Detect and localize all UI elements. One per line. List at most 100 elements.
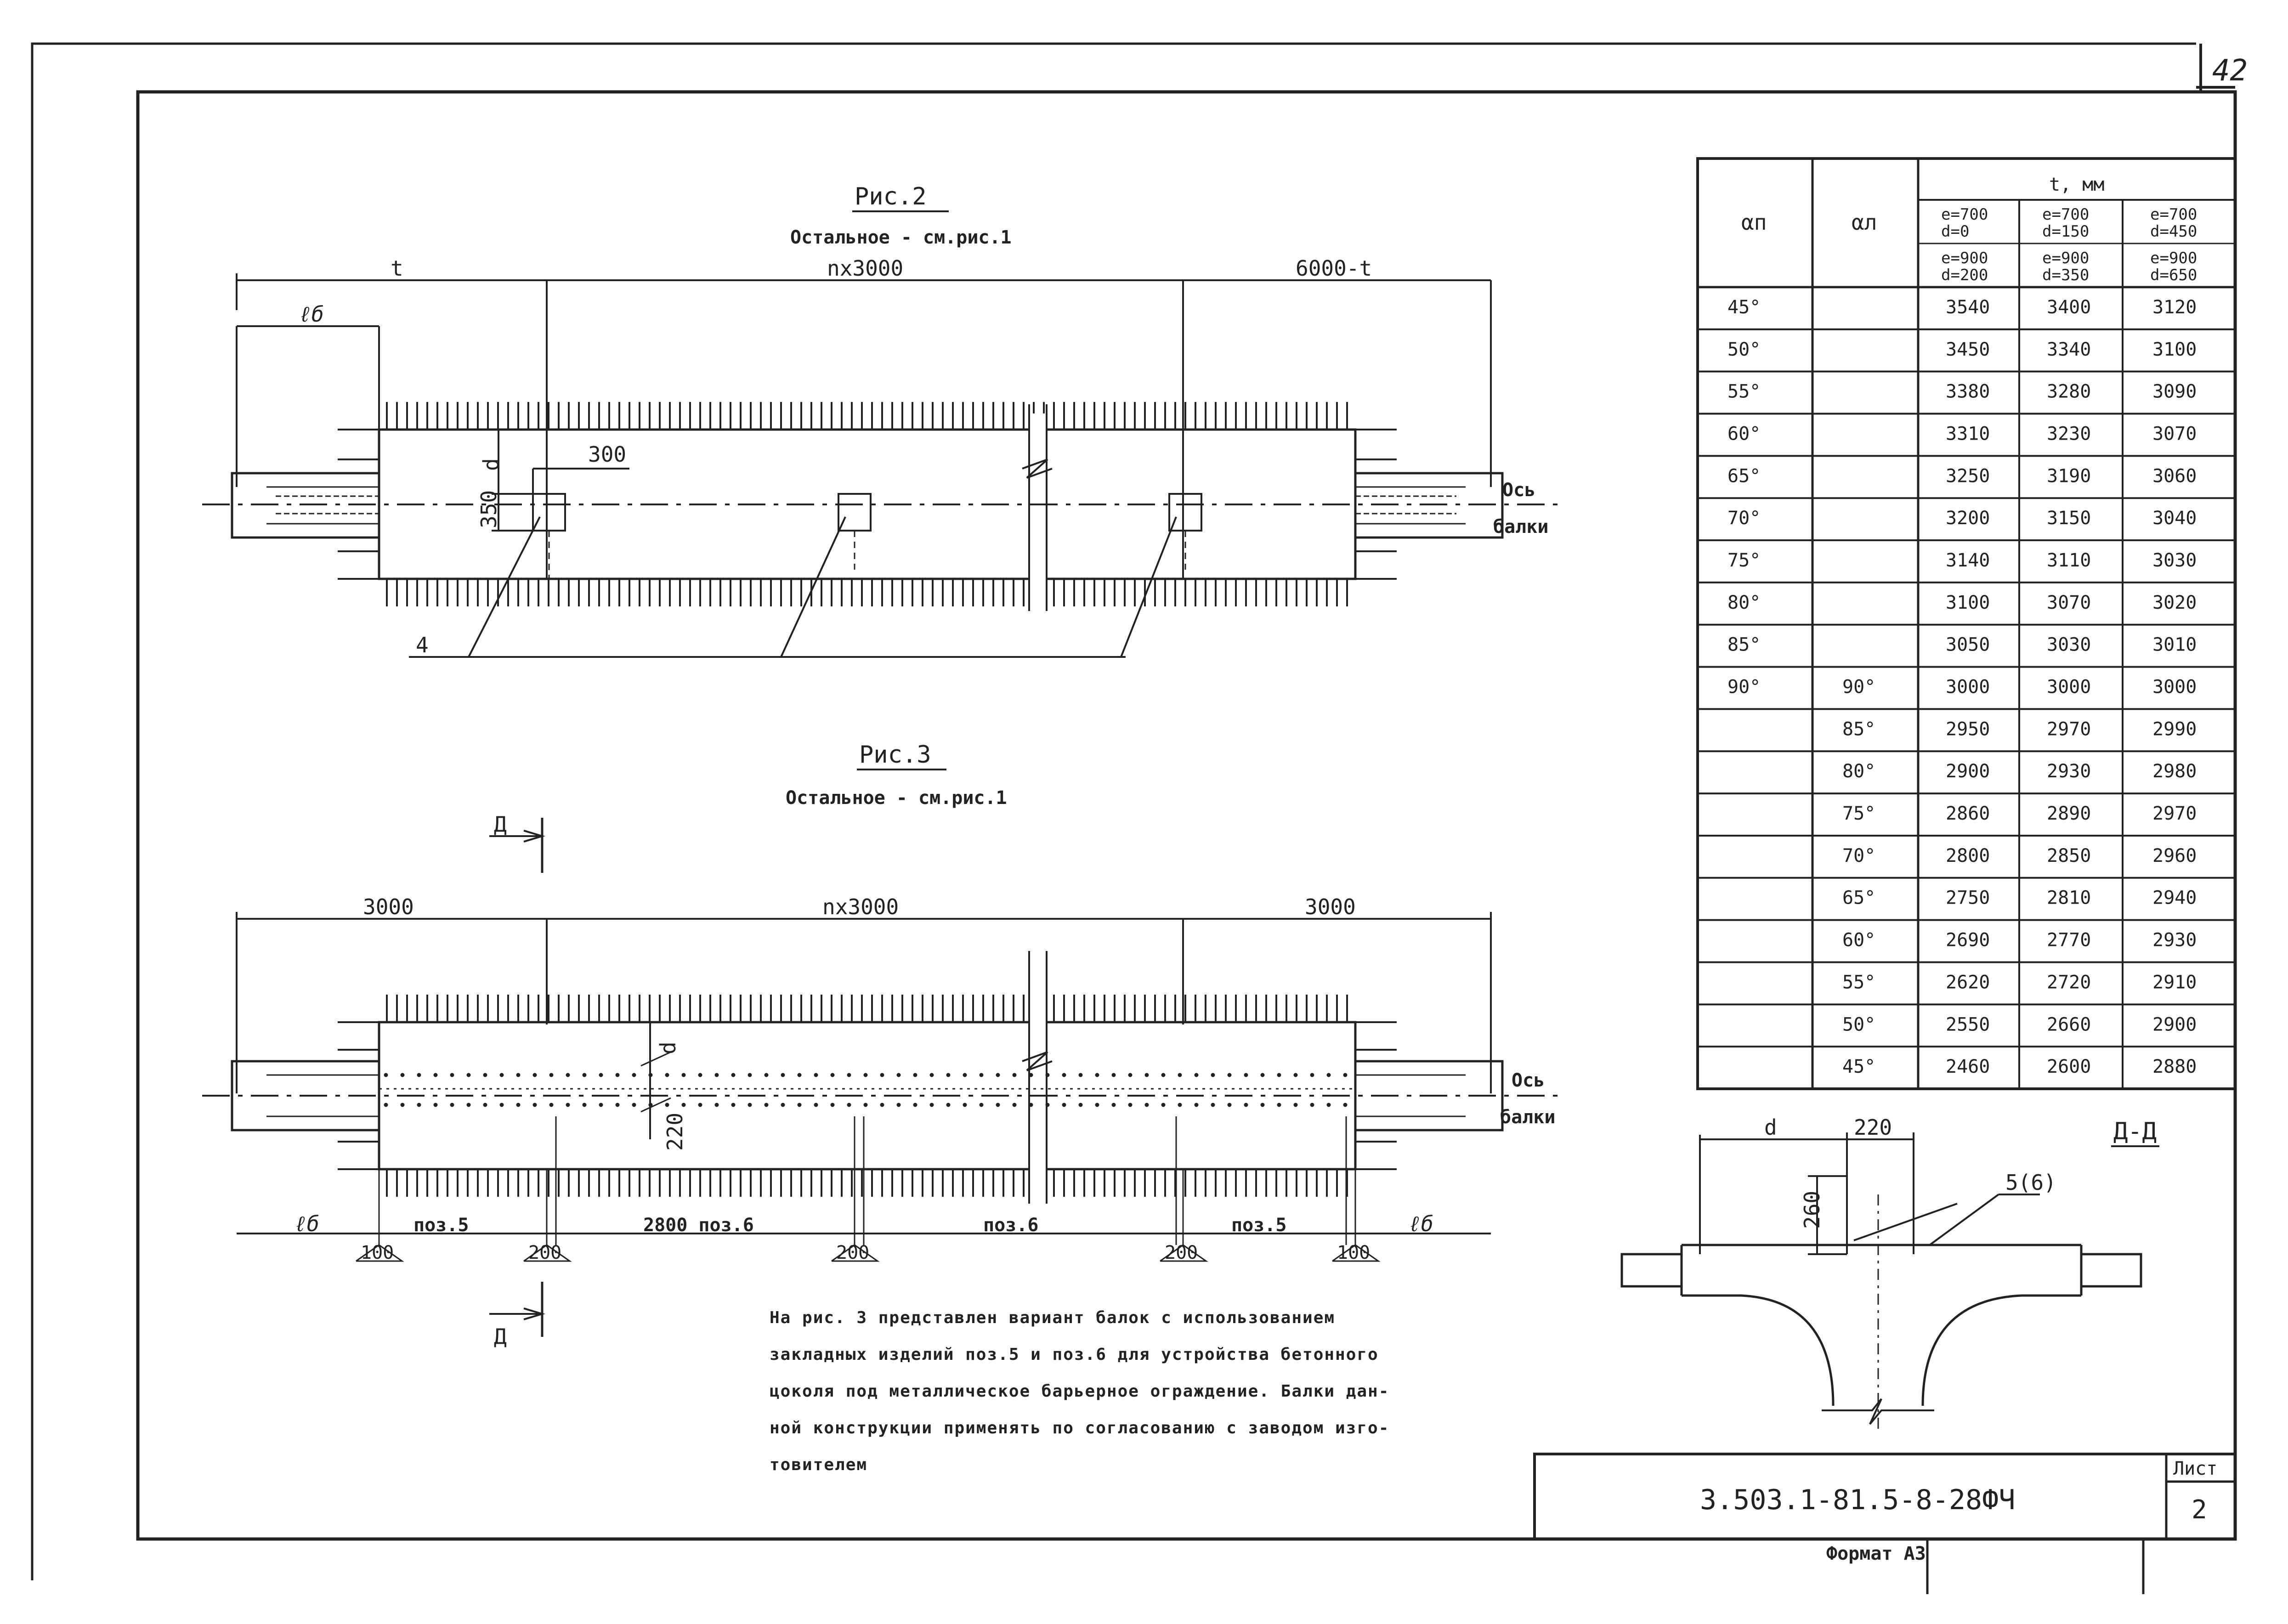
- fig2-dim-d: d: [479, 458, 504, 471]
- table-cell-t3: 2940: [2152, 888, 2197, 909]
- fig3-bottom-pos6-left: 2800 поз.6: [643, 1215, 754, 1236]
- table-cell-t3: 3120: [2152, 297, 2197, 318]
- table-cell-t2: 3400: [2047, 297, 2091, 318]
- note-line-3: цоколя под металлическое барьерное ограж…: [770, 1382, 1389, 1401]
- table-cell-t3: 2990: [2152, 719, 2197, 740]
- table-cell-t2: 2770: [2047, 930, 2091, 951]
- table-cell-t2: 3070: [2047, 592, 2091, 613]
- table-cell-t3: 3010: [2152, 634, 2197, 656]
- fig3-section-mark-top: Д: [494, 812, 507, 837]
- mark-200-a: 200: [528, 1242, 561, 1263]
- table-cell-t3: 3060: [2152, 465, 2197, 487]
- table-cell-t3: 2970: [2152, 803, 2197, 824]
- fig2-dim-300: 300: [588, 442, 626, 467]
- table-cell-t1: 3000: [1946, 677, 1990, 698]
- table-cell-t2: 3340: [2047, 339, 2091, 360]
- table-header-alpha-p: αп: [1741, 210, 1767, 235]
- table-cell-t2: 3030: [2047, 634, 2091, 656]
- table-cell-t1: 3250: [1946, 465, 1990, 487]
- table-cell-t2: 3190: [2047, 465, 2091, 487]
- sub-col-1-bot1: e=900: [1941, 249, 1988, 267]
- table-cell-t2: 2810: [2047, 888, 2091, 909]
- section-dim-220: 220: [1854, 1115, 1892, 1140]
- table-cell-alpha-l: 50°: [1842, 1014, 1875, 1035]
- fig3-axis-2: балки: [1500, 1107, 1555, 1128]
- table-cell-t1: 3200: [1946, 508, 1990, 529]
- sub-col-3-bot2: d=650: [2150, 266, 2197, 284]
- table-cell-t2: 2890: [2047, 803, 2091, 824]
- note-line-1: На рис. 3 представлен вариант балок с ис…: [770, 1308, 1335, 1327]
- stamp-format: Формат А3: [1826, 1543, 1926, 1564]
- table-cell-alpha-l: 75°: [1842, 803, 1875, 824]
- fig3-bottom-pos6-right: поз.6: [983, 1215, 1038, 1236]
- fig2-dim-lb: ℓб: [299, 302, 324, 327]
- table-cell-alpha-p: 45°: [1727, 297, 1761, 318]
- fig2-dim-right: 6000-t: [1296, 256, 1372, 281]
- note-line-2: закладных изделий поз.5 и поз.6 для устр…: [770, 1345, 1379, 1364]
- table-header-alpha-l: αл: [1852, 210, 1877, 235]
- stamp-sheet-label: Лист: [2173, 1458, 2217, 1479]
- fig3-dim-mid: nx3000: [822, 894, 899, 919]
- table-cell-t2: 3150: [2047, 508, 2091, 529]
- note-line-4: ной конструкции применять по согласовани…: [770, 1419, 1389, 1437]
- mark-200-b: 200: [836, 1242, 869, 1263]
- fig2-title: Рис.2: [855, 183, 927, 210]
- table-cell-t1: 2550: [1946, 1014, 1990, 1035]
- mark-200-c: 200: [1165, 1242, 1198, 1263]
- figure-3: Рис.3 Остальное - см.рис.1 Д 3000 nx3000…: [202, 741, 1557, 1349]
- table-cell-t3: 3090: [2152, 381, 2197, 402]
- sub-col-3-top2: d=450: [2150, 222, 2197, 241]
- stamp-sheet-number: 2: [2192, 1495, 2207, 1525]
- sub-col-2-bot1: e=900: [2042, 249, 2089, 267]
- table-cell-t1: 3050: [1946, 634, 1990, 656]
- title-block: 3.503.1-81.5-8-28ФЧ Лист 2 Формат А3: [1533, 1453, 2237, 1594]
- fig2-axis-1: Ось: [1502, 480, 1535, 501]
- fig2-dim-350: 350: [476, 490, 501, 528]
- elevation-marks: 100 200 200 200 100: [356, 1242, 1381, 1263]
- table-cell-alpha-p: 55°: [1727, 381, 1761, 402]
- table-cell-alpha-p: 60°: [1727, 423, 1761, 444]
- table-cell-t3: 2880: [2152, 1056, 2197, 1077]
- table-cell-t3: 3020: [2152, 592, 2197, 613]
- table-cell-t3: 3100: [2152, 339, 2197, 360]
- table-cell-t1: 3140: [1946, 550, 1990, 571]
- fig2-subtitle: Остальное - см.рис.1: [790, 227, 1012, 248]
- note-block: На рис. 3 представлен вариант балок с ис…: [770, 1308, 1389, 1474]
- table-cell-alpha-l: 65°: [1842, 888, 1875, 909]
- table-cell-t3: 3030: [2152, 550, 2197, 571]
- table-cell-alpha-p: 70°: [1727, 508, 1761, 529]
- fig3-bottom-lb-right: ℓб: [1408, 1211, 1433, 1236]
- page-corner-number: 42: [2212, 54, 2248, 88]
- section-title: Д-Д: [2113, 1118, 2157, 1145]
- table-cell-t1: 2950: [1946, 719, 1990, 740]
- sub-col-1-bot2: d=200: [1941, 266, 1988, 284]
- section-callout: 5(6): [2005, 1170, 2056, 1195]
- table-cell-t1: 2860: [1946, 803, 1990, 824]
- table-cell-t1: 2900: [1946, 761, 1990, 782]
- table-cell-t2: 3110: [2047, 550, 2091, 571]
- stamp-code: 3.503.1-81.5-8-28ФЧ: [1700, 1484, 2015, 1516]
- table-cell-t1: 2620: [1946, 972, 1990, 993]
- figure-2: Рис.2 Остальное - см.рис.1 t nx3000 6000…: [202, 183, 1557, 658]
- note-line-5: товителем: [770, 1455, 867, 1474]
- fig3-bottom-pos5-right: поз.5: [1231, 1215, 1286, 1236]
- section-dim-d: d: [1764, 1115, 1777, 1140]
- table-cell-t1: 2800: [1946, 845, 1990, 866]
- table-cell-t2: 2660: [2047, 1014, 2091, 1035]
- sub-col-2-top1: e=700: [2042, 205, 2089, 224]
- table-cell-t1: 3450: [1946, 339, 1990, 360]
- table-cell-alpha-l: 60°: [1842, 930, 1875, 951]
- fig2-dim-mid: nx3000: [827, 256, 903, 281]
- table-cell-t2: 3000: [2047, 677, 2091, 698]
- table-cell-alpha-p: 65°: [1727, 465, 1761, 487]
- table-cell-alpha-p: 80°: [1727, 592, 1761, 613]
- table-cell-alpha-l: 80°: [1842, 761, 1875, 782]
- fig3-dim-right: 3000: [1305, 894, 1356, 919]
- sub-col-1-top2: d=0: [1941, 222, 1969, 241]
- table-cell-t1: 3380: [1946, 381, 1990, 402]
- table-cell-alpha-p: 85°: [1727, 634, 1761, 656]
- mark-100-right: 100: [1337, 1242, 1370, 1263]
- table-cell-alpha-l: 45°: [1842, 1056, 1875, 1077]
- table-cell-t3: 2900: [2152, 1014, 2197, 1035]
